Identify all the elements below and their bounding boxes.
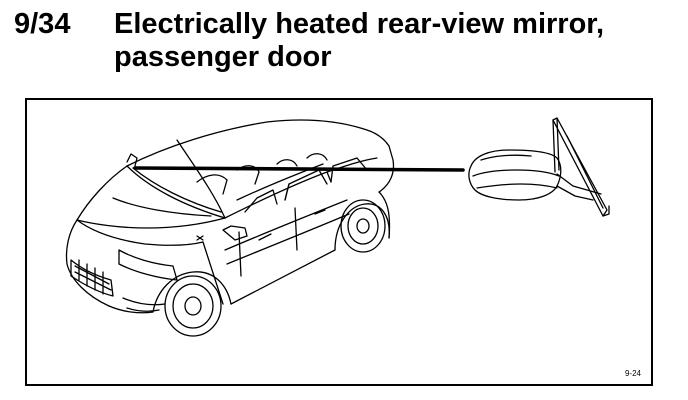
page-title: Electrically heated rear-view mirror, pa… <box>114 8 674 74</box>
leader-line <box>133 166 465 172</box>
page-header: 9/34 Electrically heated rear-view mirro… <box>14 8 674 78</box>
section-number: 9/34 <box>14 8 71 40</box>
mirror-drawing <box>468 117 610 217</box>
car-drawing <box>65 119 395 337</box>
illustration-frame: 9-24 <box>25 98 653 386</box>
figure-code: 9-24 <box>624 369 641 378</box>
car-mirror-illustration <box>65 117 610 337</box>
title-line-1: Electrically heated rear-view mirror, <box>114 8 605 40</box>
title-line-2: passenger door <box>114 41 332 73</box>
